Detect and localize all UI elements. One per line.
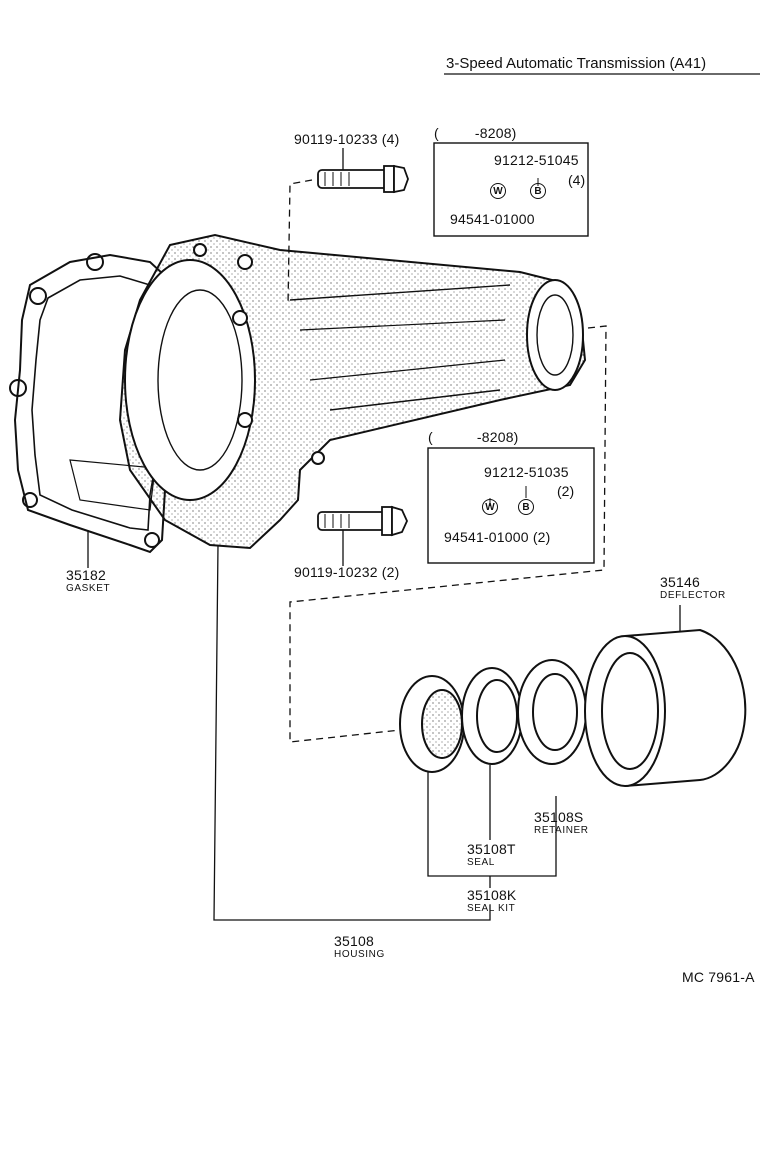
seal-drawing <box>399 675 465 773</box>
retainer-part-number: 35108S <box>534 809 584 825</box>
bolt-lower-part: 90119-10232 <box>294 564 378 580</box>
bolt-b-lower-icon: B <box>518 499 534 515</box>
box-upper-frame <box>433 142 589 237</box>
seal-kit-name: SEAL KIT <box>467 903 516 914</box>
retainer-name: RETAINER <box>534 825 589 836</box>
bolt-lower-part-number: 90119-10232 (2) <box>294 565 400 579</box>
retainer-drawing <box>517 659 587 765</box>
box-lower-qty-b: (2) <box>557 483 575 499</box>
box-upper-part-b: 91212-51045 <box>494 152 579 168</box>
catalog-code: MC 7961-A <box>682 969 755 985</box>
assembly-dashed-lines <box>287 179 607 743</box>
bolt-lower-drawing <box>317 505 408 537</box>
washer-w-icon: W <box>490 183 506 199</box>
washer-w-lower-icon: W <box>482 499 498 515</box>
seal-kit-part-number: 35108K <box>467 887 517 903</box>
leader-lines <box>87 148 681 921</box>
box-upper-range: (-8208) <box>434 125 517 141</box>
seal-name: SEAL <box>467 857 495 868</box>
box-lower-frame <box>427 447 595 564</box>
deflector-drawing <box>584 628 747 787</box>
housing-part-number: 35108 <box>334 933 374 949</box>
deflector-name: DEFLECTOR <box>660 590 726 601</box>
seal-ring-drawing <box>461 667 523 765</box>
box-lower-part-w: 94541-01000 (2) <box>444 529 551 545</box>
housing-name: HOUSING <box>334 949 385 960</box>
deflector-part-number: 35146 <box>660 574 700 590</box>
box-lower-part-b: 91212-51035 <box>484 464 569 480</box>
bolt-upper-part: 90119-10233 <box>294 131 378 147</box>
gasket-name: GASKET <box>66 583 111 594</box>
gasket-part-number: 35182 <box>66 567 106 583</box>
diagram-title: 3-Speed Automatic Transmission (A41) <box>446 55 707 72</box>
box-lower-range: (-8208) <box>428 429 519 445</box>
seal-part-number: 35108T <box>467 841 516 857</box>
box-upper-part-w: 94541-01000 <box>450 211 535 227</box>
bolt-upper-qty: (4) <box>381 131 400 147</box>
box-upper-qty-b: (4) <box>568 172 586 188</box>
bolt-lower-qty: (2) <box>381 564 400 580</box>
bolt-upper-drawing <box>317 164 409 194</box>
bolt-upper-part-number: 90119-10233 (4) <box>294 132 400 146</box>
extension-housing-drawing <box>118 233 587 550</box>
bolt-b-icon: B <box>530 183 546 199</box>
